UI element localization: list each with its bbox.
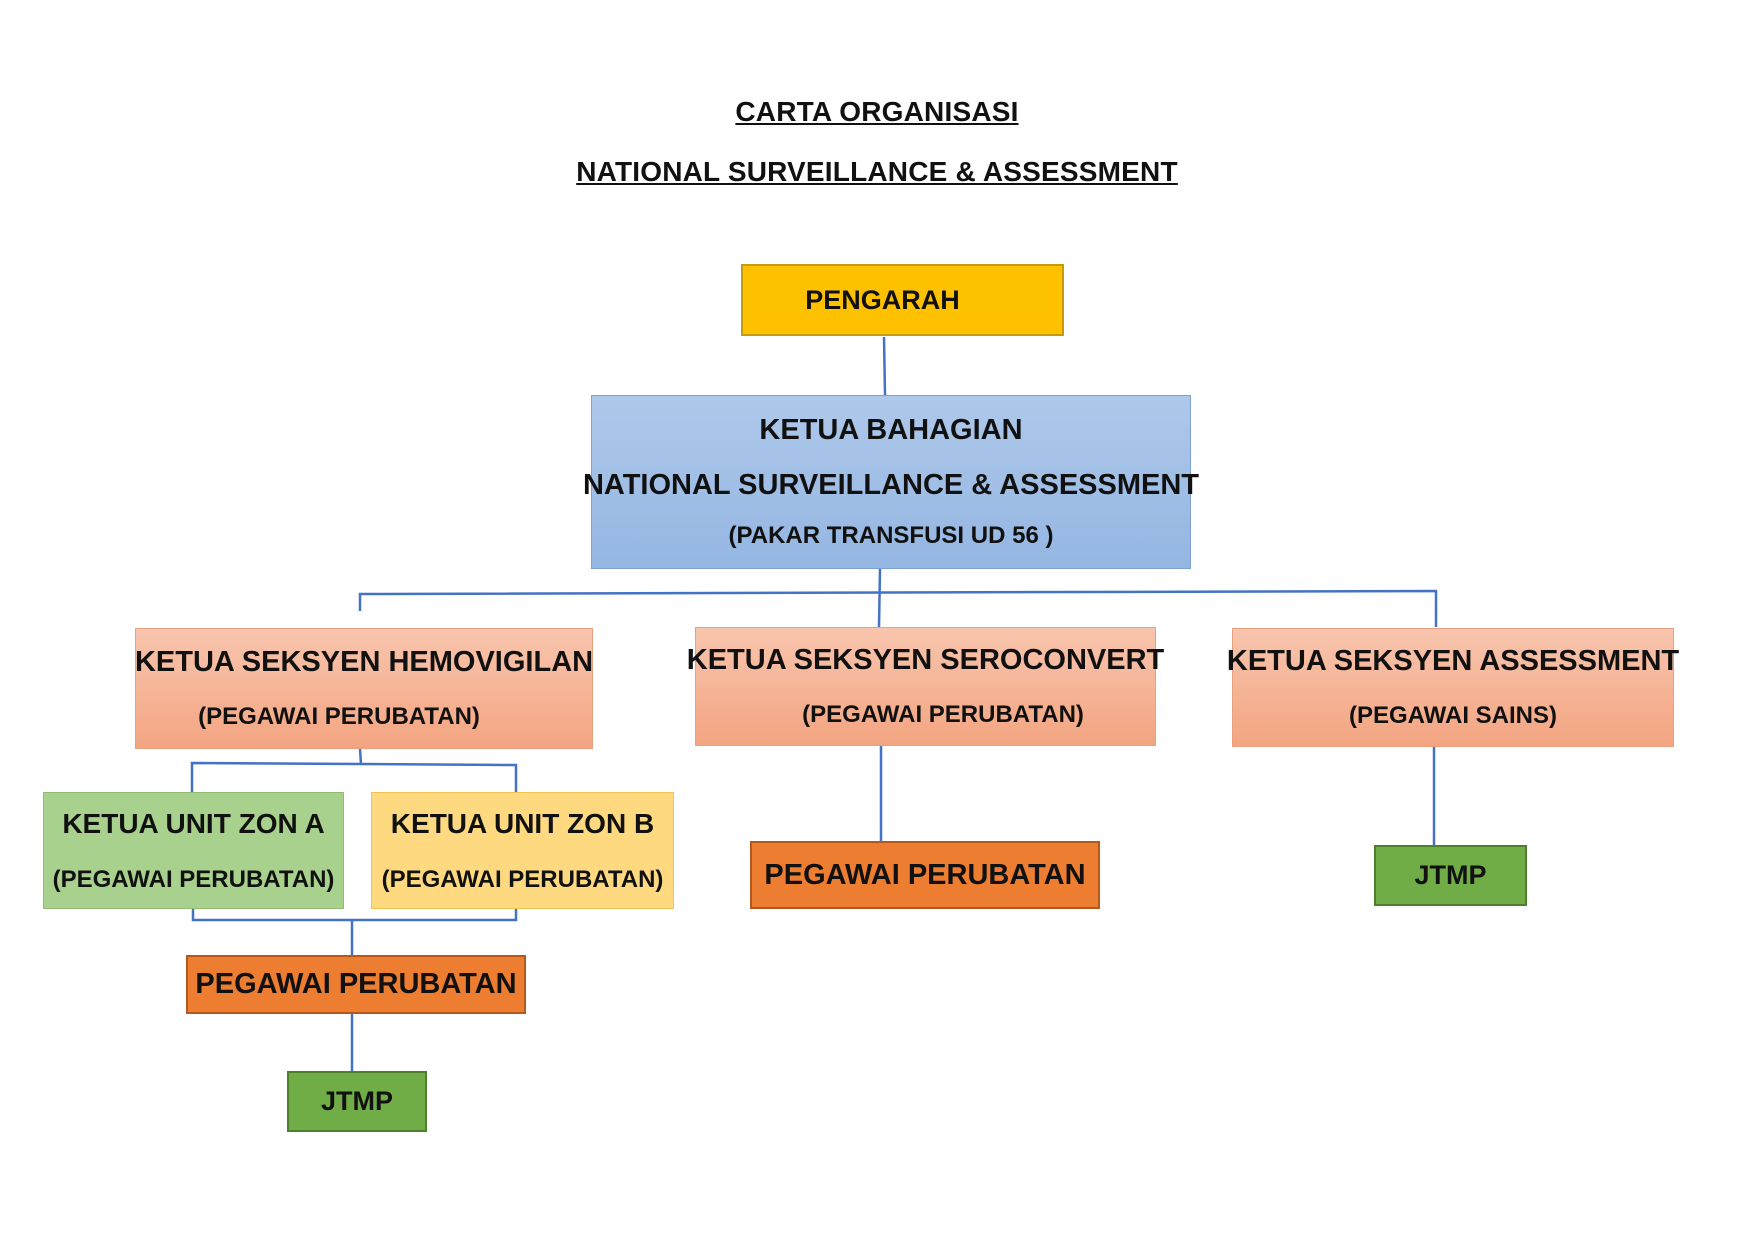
node-pengarah: PENGARAH (741, 264, 1064, 336)
node-label: KETUA SEKSYEN SEROCONVERT (686, 644, 1165, 676)
chart-title: CARTA ORGANISASI (735, 96, 1019, 127)
node-pegawai-perubatan-hemo: PEGAWAI PERUBATAN (186, 955, 526, 1014)
node-unit-zon-a: KETUA UNIT ZON A (PEGAWAI PERUBATAN) (43, 792, 344, 909)
node-sublabel: (PEGAWAI PERUBATAN) (802, 701, 1084, 728)
connector-zon-join (191, 909, 518, 922)
node-sublabel: (PEGAWAI SAINS) (1348, 702, 1558, 729)
node-label: JTMP (1414, 860, 1487, 890)
node-label: JTMP (320, 1086, 393, 1116)
node-label: KETUA UNIT ZON B (390, 807, 655, 839)
connector-hemo-down (358, 748, 363, 765)
node-jtmp-assess: JTMP (1374, 845, 1527, 906)
node-ketua-bahagian: KETUA BAHAGIAN NATIONAL SURVEILLANCE & A… (583, 395, 1199, 569)
node-label: KETUA SEKSYEN HEMOVIGILAN (134, 646, 594, 678)
node-unit-zon-b: KETUA UNIT ZON B (PEGAWAI PERUBATAN) (371, 792, 674, 909)
node-sublabel: (PEGAWAI PERUBATAN) (381, 865, 664, 893)
node-label: NATIONAL SURVEILLANCE & ASSESSMENT (582, 469, 1200, 501)
node-label: PENGARAH (805, 284, 960, 315)
node-label: KETUA SEKSYEN ASSESSMENT (1226, 645, 1680, 677)
node-seksyen-hemovigilan: KETUA SEKSYEN HEMOVIGILAN (PEGAWAI PERUB… (135, 628, 593, 749)
node-seksyen-assessment: KETUA SEKSYEN ASSESSMENT (PEGAWAI SAINS) (1227, 628, 1679, 747)
node-label: PEGAWAI PERUBATAN (195, 968, 517, 1000)
node-sublabel: (PEGAWAI PERUBATAN) (198, 703, 480, 730)
chart-subtitle: NATIONAL SURVEILLANCE & ASSESSMENT (576, 156, 1178, 187)
node-sublabel: (PEGAWAI PERUBATAN) (52, 865, 335, 893)
node-sublabel: (PAKAR TRANSFUSI UD 56 ) (728, 522, 1054, 549)
connector-pengarah-bahagian (882, 336, 887, 396)
node-label: PEGAWAI PERUBATAN (764, 858, 1086, 891)
node-label: KETUA UNIT ZON A (62, 807, 325, 839)
node-jtmp-hemo: JTMP (287, 1071, 427, 1132)
node-label: KETUA BAHAGIAN (759, 414, 1023, 446)
connector-zon-bus (190, 761, 518, 792)
node-seksyen-seroconvert: KETUA SEKSYEN SEROCONVERT (PEGAWAI PERUB… (687, 627, 1164, 746)
connector-bahagian-down (877, 568, 882, 628)
node-pegawai-perubatan-sero: PEGAWAI PERUBATAN (750, 841, 1100, 909)
connector-seksyen-bus (358, 589, 1438, 627)
